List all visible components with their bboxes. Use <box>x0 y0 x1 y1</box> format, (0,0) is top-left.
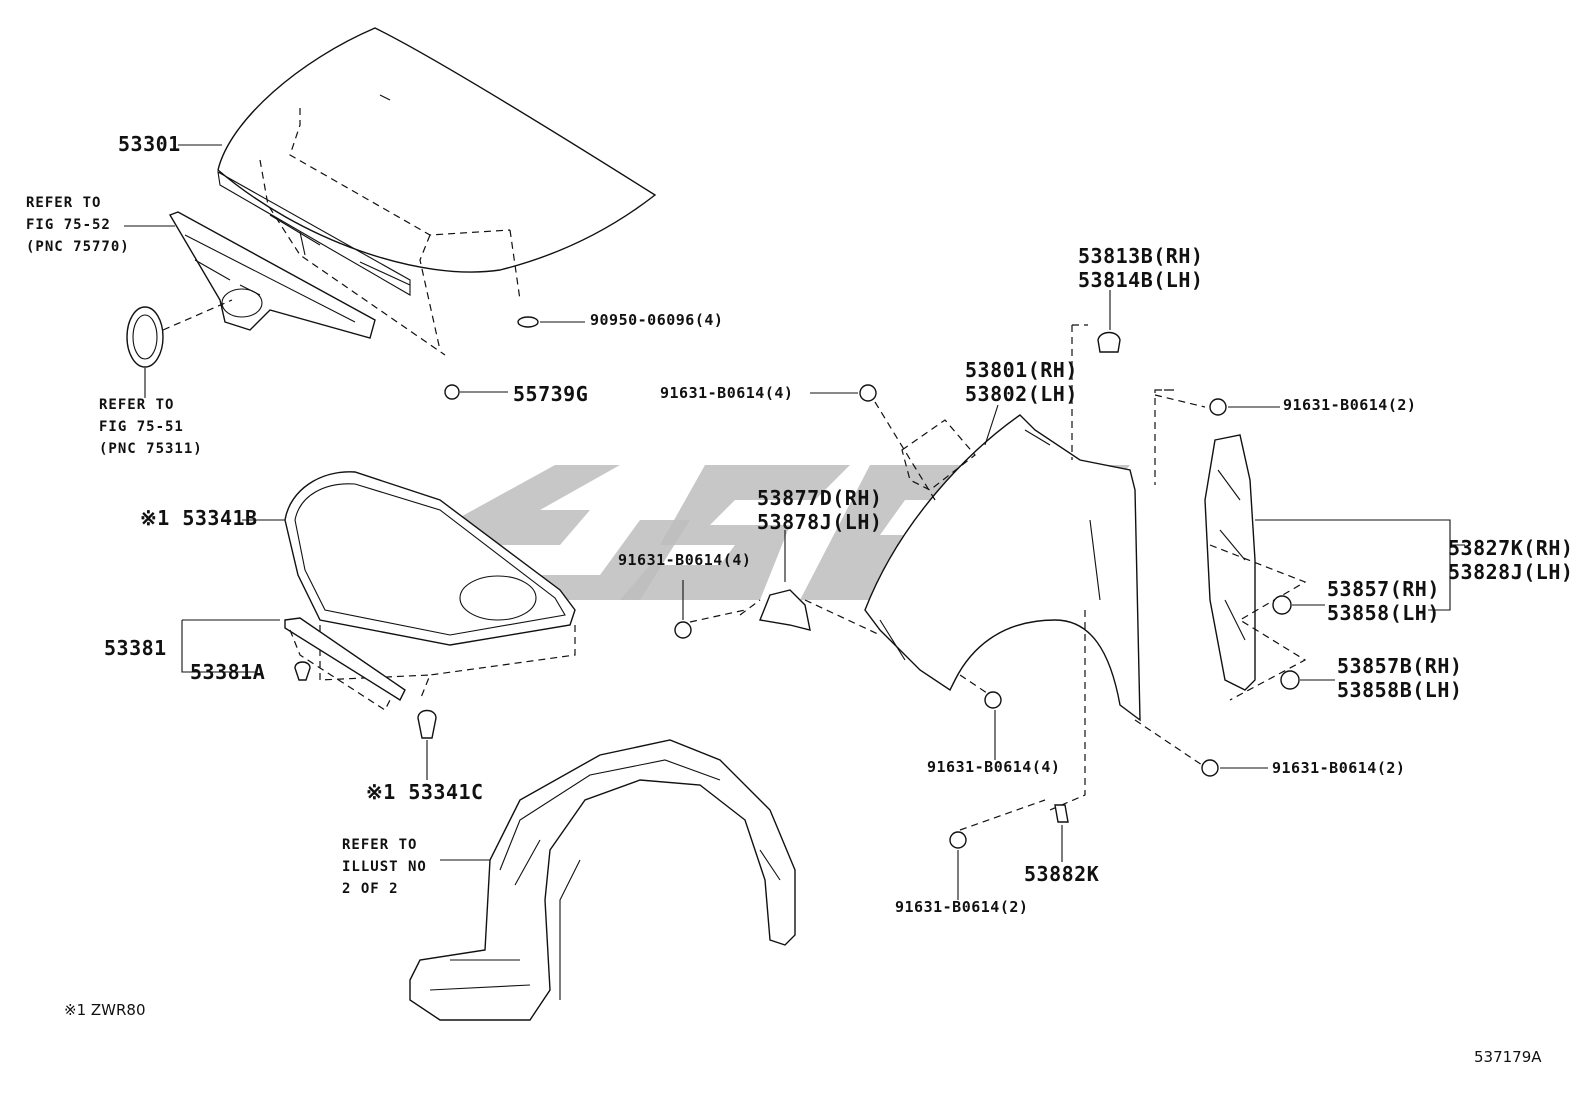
bracket-53877d <box>689 530 881 636</box>
label-53882k: 53882K <box>1024 862 1100 886</box>
label-53341b: ※1 53341B <box>140 506 258 530</box>
footnote-zwr80: ※1 ZWR80 <box>64 1001 146 1019</box>
label-53801: 53801(RH) 53802(LH) <box>965 358 1078 406</box>
label-90950-06096: 90950-06096(4) <box>590 311 724 329</box>
seal-53381 <box>181 617 406 711</box>
hood-insulator-53341b <box>284 471 576 701</box>
label-bolt-lower-mid: 91631-B0614(4) <box>927 758 1061 776</box>
clip-53341c <box>417 709 437 780</box>
label-53381a: 53381A <box>190 660 266 684</box>
label-53857b: 53857B(RH) 53858B(LH) <box>1337 654 1463 702</box>
label-53381: 53381 <box>104 636 167 660</box>
label-53827k: 53827K(RH) 53828J(LH) <box>1448 536 1574 584</box>
label-refer-fig-75-52: REFER TO FIG 75-52 (PNC 75770) <box>26 195 130 255</box>
label-55739g: 55739G <box>513 382 589 406</box>
clip-55739g <box>444 384 508 400</box>
label-53813b: 53813B(RH) 53814B(LH) <box>1078 244 1204 292</box>
label-53341c: ※1 53341C <box>366 780 484 804</box>
side-bracket-53827k <box>1204 434 1465 701</box>
hood-53301 <box>217 27 657 356</box>
label-bolt-top-left: 91631-B0614(4) <box>660 384 794 402</box>
clips-53857 <box>1272 595 1335 690</box>
figure-id: 537179A <box>1474 1048 1542 1066</box>
grille-garnish <box>168 211 376 339</box>
label-53301: 53301 <box>118 132 181 156</box>
emblem <box>126 299 233 398</box>
plug-90950 <box>517 316 585 328</box>
label-refer-illust: REFER TO ILLUST NO 2 OF 2 <box>342 837 427 897</box>
label-bolt-lower-right: 91631-B0614(2) <box>1272 759 1406 777</box>
label-53877d: 53877D(RH) 53878J(LH) <box>757 486 883 534</box>
bolt-icons <box>674 384 1280 900</box>
fender-liner <box>409 739 796 1021</box>
label-bolt-mid-left: 91631-B0614(4) <box>618 551 752 569</box>
label-53857: 53857(RH) 53858(LH) <box>1327 577 1440 625</box>
clip-53813b <box>1097 290 1121 353</box>
label-bolt-top-right: 91631-B0614(2) <box>1283 396 1417 414</box>
label-bolt-bottom: 91631-B0614(2) <box>895 898 1029 916</box>
label-refer-fig-75-51: REFER TO FIG 75-51 (PNC 75311) <box>99 397 203 457</box>
